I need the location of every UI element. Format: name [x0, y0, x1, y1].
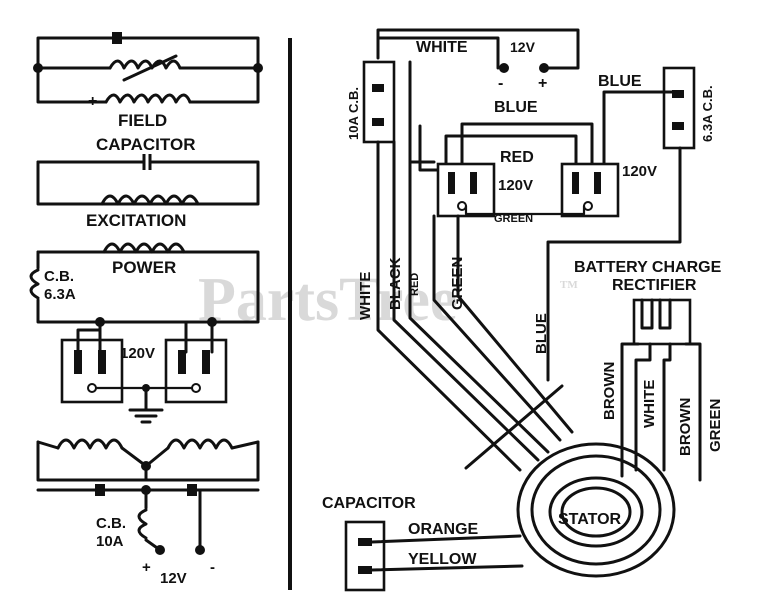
left-schematic: + - FIELD CAPACITOR EXCITATION POWER C.B… — [29, 32, 263, 587]
green-h: GREEN — [494, 213, 533, 225]
battery-minus: - — [210, 559, 215, 576]
blue-mid: BLUE — [494, 99, 538, 116]
green-v: GREEN — [449, 257, 466, 310]
terminal-minus: - — [498, 75, 503, 92]
cb-small-icon — [29, 268, 40, 300]
white-2: WHITE — [641, 380, 658, 428]
field-plus: + — [88, 93, 97, 110]
capacitor-right-label: CAPACITOR — [322, 495, 416, 512]
bundle-tie — [464, 384, 564, 470]
blue-v: BLUE — [533, 313, 550, 354]
outlet-left-v: 120V — [498, 177, 533, 194]
field-label: FIELD — [118, 111, 167, 130]
v12-label: 12V — [510, 39, 536, 55]
battery-coil-left-icon — [56, 438, 124, 450]
rectifier-fins-icon — [640, 298, 672, 330]
excitation-coil-icon — [100, 194, 200, 206]
battery-voltage: 12V — [160, 570, 187, 587]
outlet-pair: 120V — [60, 320, 228, 424]
varistor-arrow-icon — [122, 54, 178, 82]
watermark-tm: TM — [560, 279, 578, 291]
red-v: RED — [409, 273, 421, 296]
brown-2: BROWN — [677, 398, 694, 456]
capacitor-right — [344, 520, 386, 592]
green-2: GREEN — [707, 399, 724, 452]
cb-10a-label: 10A C.B. — [346, 87, 361, 140]
cb-63a — [662, 66, 696, 150]
cb-63a-label: 6.3A C.B. — [700, 85, 715, 142]
black-v: BLACK — [387, 257, 404, 310]
field-minus: - — [196, 93, 201, 110]
capacitor-label: CAPACITOR — [96, 135, 196, 154]
cb-small-label-1: C.B. — [44, 268, 74, 285]
yellow-label: YELLOW — [408, 551, 477, 568]
orange-label: ORANGE — [408, 521, 479, 538]
rectifier-label-1: BATTERY CHARGE — [574, 259, 722, 276]
excitation-label: EXCITATION — [86, 211, 186, 230]
rectifier-label-2: RECTIFIER — [612, 277, 697, 294]
red-label: RED — [500, 149, 534, 166]
varistor-coil-icon — [108, 59, 182, 70]
stator-label: STATOR — [558, 511, 622, 528]
capacitor-excitation-block: CAPACITOR EXCITATION — [36, 135, 260, 230]
field-coil-icon — [104, 93, 192, 104]
field-block: + - FIELD — [33, 32, 263, 130]
cb-large-icon — [137, 508, 148, 540]
power-block: POWER C.B. 6.3A — [29, 242, 260, 327]
battery-coil-right-icon — [166, 438, 234, 450]
brown-1: BROWN — [601, 362, 618, 420]
terminal-plus: + — [538, 75, 547, 92]
white-v: WHITE — [357, 272, 374, 320]
battery-plus: + — [142, 559, 151, 576]
white-top: WHITE — [416, 39, 468, 56]
blue-top: BLUE — [598, 73, 642, 90]
cb-small-label-2: 6.3A — [44, 286, 76, 303]
cb-large-label-2: 10A — [96, 533, 124, 550]
right-wiring: WHITE 12V - + 10A C.B. 6.3A C.B. BLUE BL… — [322, 28, 724, 592]
outlet-voltage: 120V — [120, 345, 155, 362]
field-diode-icon — [112, 32, 122, 44]
battery-charge-block: C.B. 10A + 12V - — [36, 438, 260, 587]
power-label: POWER — [112, 258, 176, 277]
outlet-right-v: 120V — [622, 163, 657, 180]
cb-large-label-1: C.B. — [96, 515, 126, 532]
stator-outer — [516, 442, 676, 578]
cb-10a — [362, 60, 396, 144]
power-coil-icon — [102, 242, 186, 254]
